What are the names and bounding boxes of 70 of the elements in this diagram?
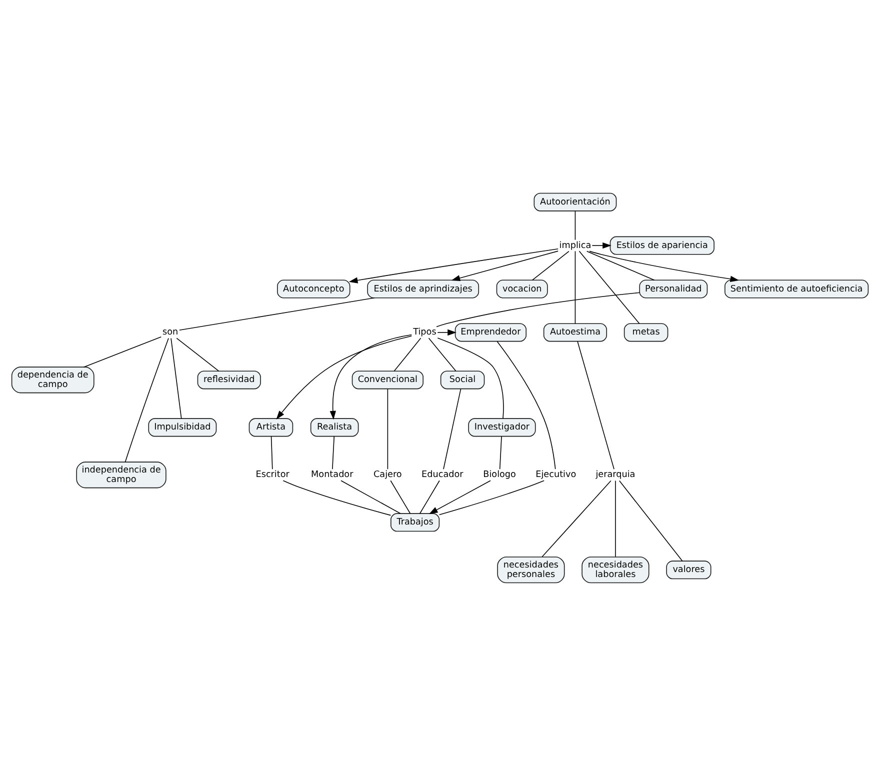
- connector: [532, 250, 570, 280]
- node-box: Estilos de apariencia: [610, 236, 714, 255]
- arrow: [428, 480, 491, 514]
- connector: [499, 436, 502, 470]
- node-box: valores: [666, 560, 712, 580]
- node-box: necesidades personales: [497, 556, 565, 584]
- node-box: Realista: [310, 418, 359, 437]
- node-box: Autoconcepto: [277, 280, 350, 298]
- node-box: Investigador: [468, 418, 536, 437]
- node-box: vocacion: [496, 280, 548, 298]
- node-text: jerarquia: [596, 470, 636, 480]
- arrow: [348, 248, 558, 284]
- connector: [428, 338, 456, 372]
- connector: [577, 341, 614, 470]
- connector: [170, 338, 182, 419]
- node-box: Artista: [248, 418, 294, 437]
- arrow: [451, 250, 558, 282]
- connector: [124, 338, 169, 462]
- connector: [340, 480, 401, 514]
- node-text: Educador: [422, 470, 464, 480]
- node-text: Tipos: [413, 328, 436, 338]
- connector: [496, 341, 556, 470]
- node-box: Emprendedor: [454, 323, 527, 342]
- node-box: Autoorientación: [534, 192, 617, 212]
- connector: [394, 338, 422, 372]
- connector: [390, 480, 411, 514]
- node-box: Autoestima: [543, 323, 608, 342]
- connector: [282, 480, 392, 516]
- node-box: metas: [624, 323, 668, 342]
- connector: [270, 436, 273, 470]
- node-box: necesidades laborales: [582, 556, 650, 584]
- arrow: [276, 336, 412, 420]
- node-text: Cajero: [374, 470, 402, 480]
- connector: [419, 480, 440, 514]
- connector: [179, 297, 375, 331]
- connector: [438, 480, 544, 516]
- node-text: Montador: [311, 470, 354, 480]
- connector: [436, 292, 640, 328]
- node-text: implica: [559, 240, 592, 251]
- connector: [437, 338, 504, 419]
- connector: [332, 436, 335, 470]
- connector: [574, 210, 576, 240]
- arrow: [592, 242, 612, 249]
- node-box: Impulsibidad: [148, 418, 217, 437]
- connector: [83, 336, 162, 368]
- node-box: independencia de campo: [76, 462, 166, 488]
- connector: [542, 480, 612, 558]
- node-text: Biologo: [483, 470, 516, 480]
- arrow: [330, 334, 412, 420]
- node-box: Personalidad: [639, 280, 708, 298]
- connector: [176, 338, 220, 372]
- connector: [443, 388, 462, 470]
- connector: [574, 250, 576, 324]
- node-text: Ejecutivo: [536, 470, 576, 480]
- connector: [387, 388, 388, 470]
- connector: [615, 480, 616, 558]
- node-box: Trabajos: [390, 513, 440, 532]
- node-text: Escritor: [256, 470, 290, 480]
- node-box: Sentimiento de autoeficiencia: [724, 280, 869, 298]
- node-box: Convencional: [352, 370, 424, 390]
- arrow: [437, 329, 456, 336]
- node-box: dependencia de campo: [11, 366, 94, 394]
- connector: [586, 250, 655, 280]
- node-box: Social: [440, 370, 485, 390]
- node-box: reflesividad: [197, 370, 261, 390]
- connector: [578, 250, 640, 324]
- node-box: Estilos de aprindizajes: [367, 280, 480, 298]
- connector: [619, 480, 683, 562]
- arrow: [589, 250, 740, 282]
- node-text: son: [162, 328, 178, 338]
